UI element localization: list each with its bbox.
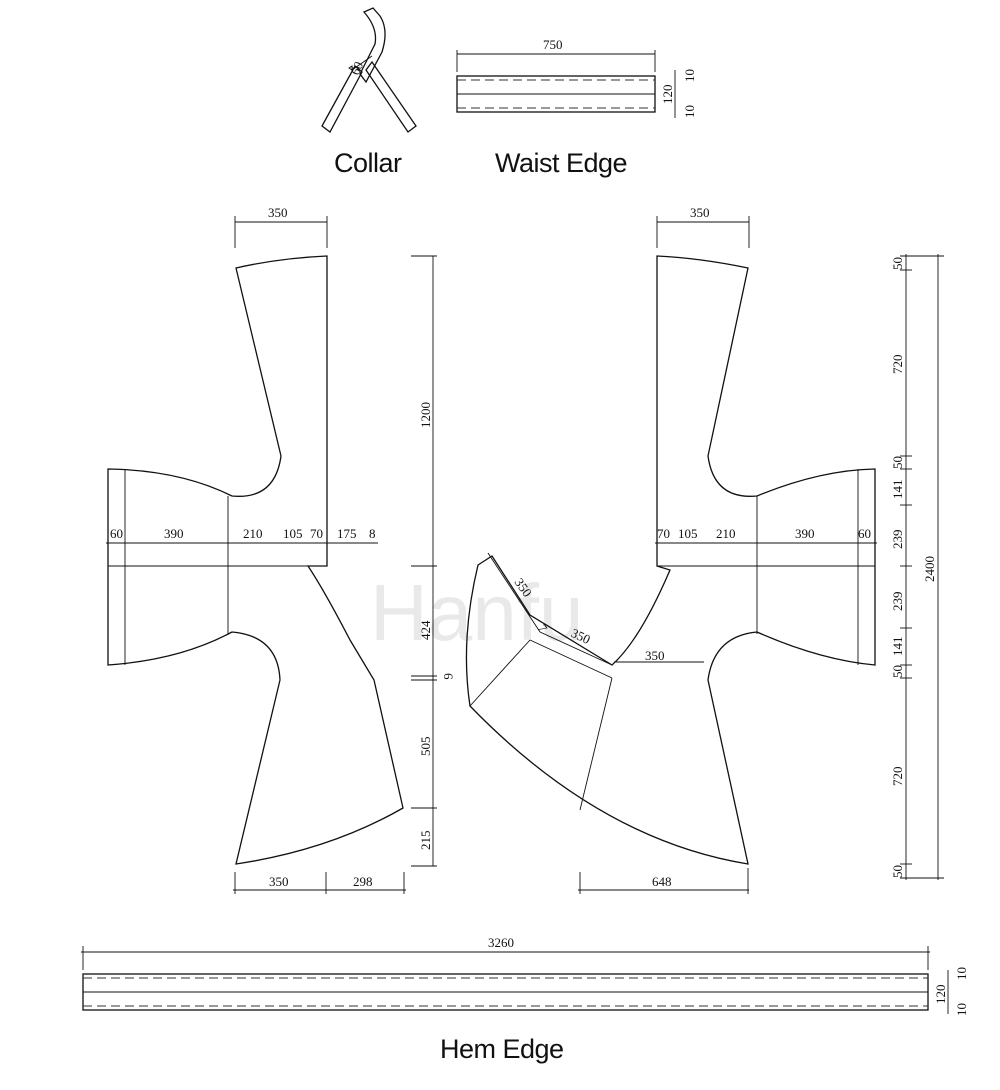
left-dim-215: 215 xyxy=(418,831,433,851)
right-dim-60: 60 xyxy=(858,526,871,541)
left-dim-390: 390 xyxy=(164,526,184,541)
hem-height-label: 120 xyxy=(933,985,948,1005)
left-dim-70: 70 xyxy=(310,526,323,541)
waist-edge-piece: 750 120 10 10 xyxy=(456,37,697,118)
left-bottom-350: 350 xyxy=(269,874,289,889)
right-dim-105: 105 xyxy=(678,526,698,541)
right-side-50-a: 50 xyxy=(890,257,905,270)
hem-top-seam-label: 10 xyxy=(954,967,969,980)
right-sleeve-width-label: 350 xyxy=(690,205,710,220)
collar-piece: 60 xyxy=(321,7,417,133)
left-dim-505: 505 xyxy=(418,737,433,757)
right-total-2400: 2400 xyxy=(922,556,937,582)
left-dim-1200: 1200 xyxy=(418,402,433,428)
left-pattern-piece: 350 60 390 210 105 70 175 8 1200 424 6 5… xyxy=(106,205,456,894)
right-side-50-c: 50 xyxy=(890,665,905,678)
collar-width-label: 60 xyxy=(347,59,366,77)
watermark: Hanfu xyxy=(370,568,583,657)
right-dim-390: 390 xyxy=(795,526,815,541)
hem-edge-piece: 3260 120 10 10 xyxy=(81,935,969,1016)
right-panel-350-b: 350 xyxy=(569,625,593,647)
collar-caption: Collar xyxy=(334,148,402,178)
right-side-720-b: 720 xyxy=(890,767,905,787)
left-dim-6: 6 xyxy=(441,673,456,680)
left-dim-60: 60 xyxy=(110,526,123,541)
right-side-50-d: 50 xyxy=(890,865,905,878)
right-dim-210: 210 xyxy=(716,526,736,541)
waist-top-seam-label: 10 xyxy=(682,69,697,82)
right-side-141-b: 141 xyxy=(890,637,905,657)
right-dim-70: 70 xyxy=(657,526,670,541)
waist-edge-caption: Waist Edge xyxy=(495,148,628,178)
right-side-720-a: 720 xyxy=(890,355,905,375)
left-dim-424: 424 xyxy=(418,620,433,640)
left-sleeve-width-label: 350 xyxy=(268,205,288,220)
right-side-ticks xyxy=(900,269,912,865)
hem-length-label: 3260 xyxy=(488,935,514,950)
hem-edge-caption: Hem Edge xyxy=(440,1034,564,1064)
right-side-239-b: 239 xyxy=(890,592,905,612)
right-pattern-piece: 350 70 105 210 390 60 350 7 350 350 648 xyxy=(465,205,944,894)
waist-bottom-seam-label: 10 xyxy=(682,105,697,118)
left-dim-175: 175 xyxy=(337,526,357,541)
right-side-50-b: 50 xyxy=(890,456,905,469)
left-dim-8: 8 xyxy=(369,526,376,541)
left-dim-105: 105 xyxy=(283,526,303,541)
hem-bottom-seam-label: 10 xyxy=(954,1003,969,1016)
left-bottom-298: 298 xyxy=(353,874,373,889)
waist-height-label: 120 xyxy=(660,85,675,105)
right-side-141-a: 141 xyxy=(890,480,905,500)
right-panel-350-c: 350 xyxy=(645,648,665,663)
waist-length-label: 750 xyxy=(543,37,563,52)
right-side-239-a: 239 xyxy=(890,530,905,550)
left-dim-210: 210 xyxy=(243,526,263,541)
right-bottom-648: 648 xyxy=(652,874,672,889)
